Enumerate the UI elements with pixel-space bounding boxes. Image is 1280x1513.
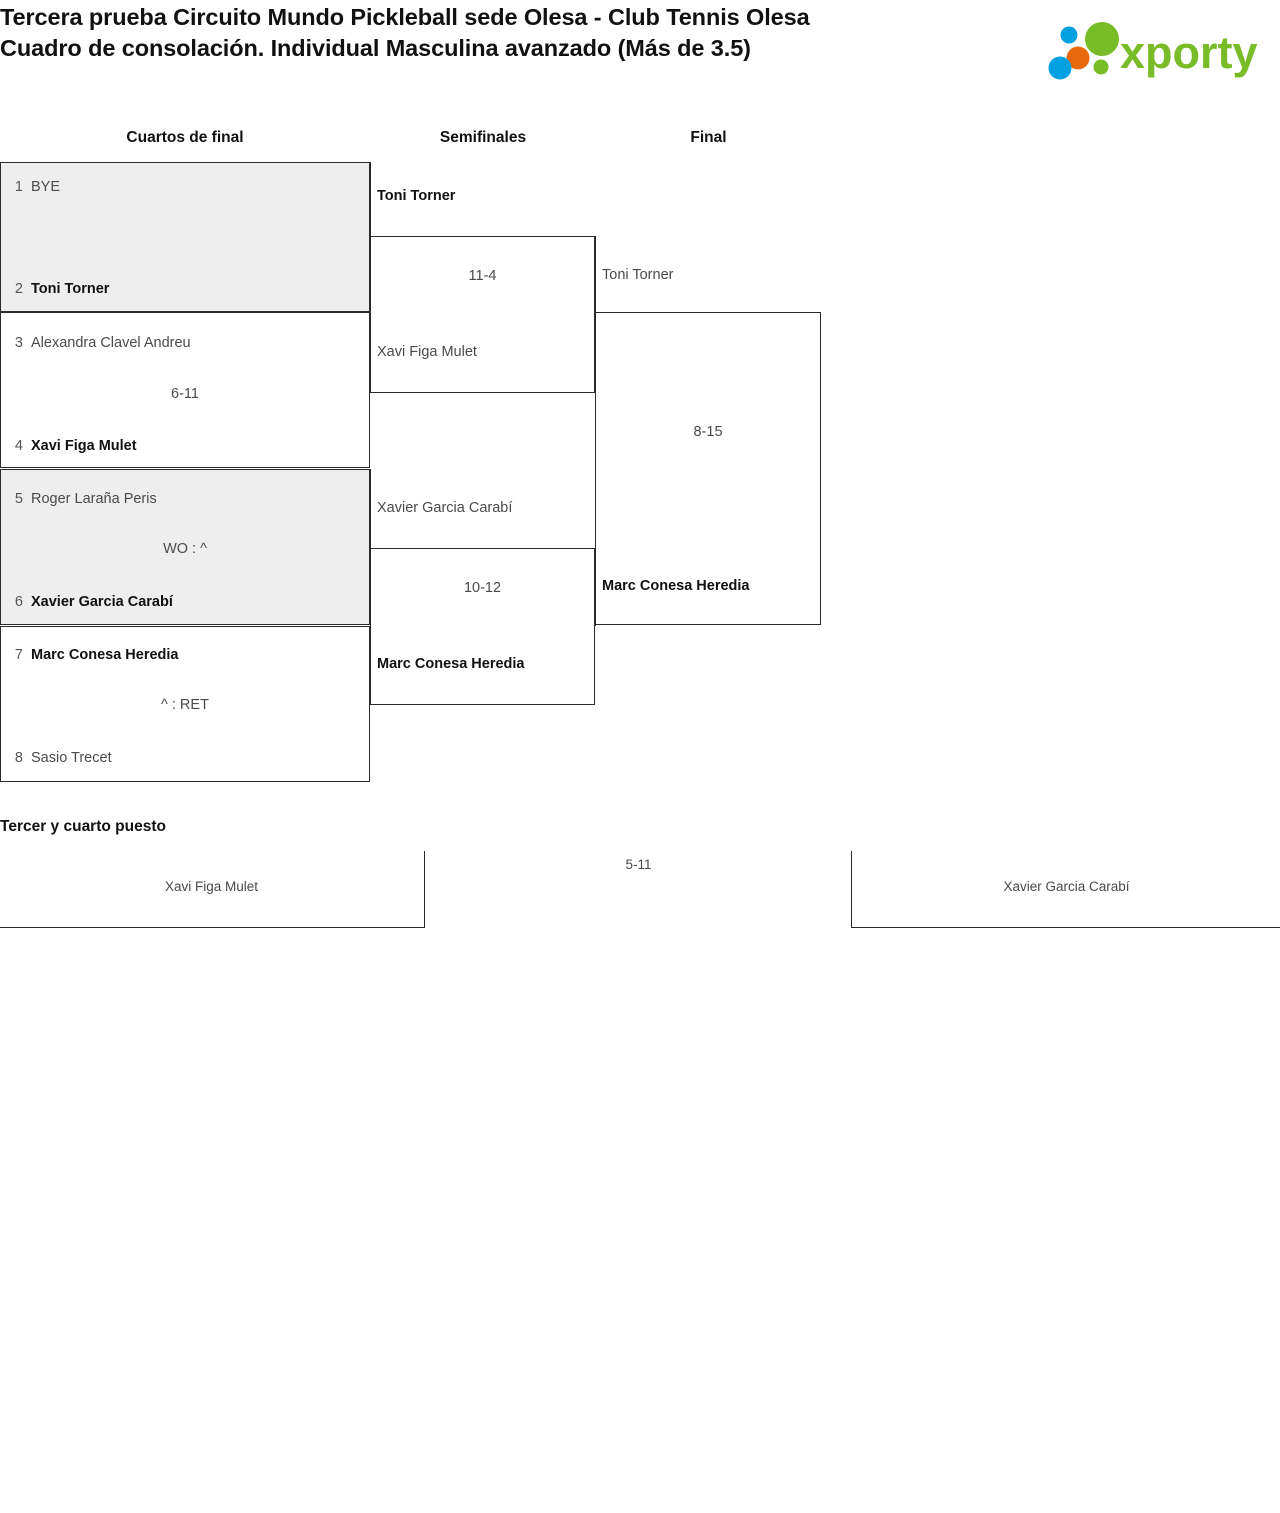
- match-quarterfinal-2[interactable]: 3 Alexandra Clavel Andreu 6-11 4 Xavi Fi…: [0, 312, 370, 468]
- player-slot[interactable]: 7 Marc Conesa Heredia: [1, 645, 369, 665]
- connector-line: [595, 548, 596, 626]
- final-bottom-player: Marc Conesa Heredia: [602, 578, 750, 594]
- logo-dot-blue-small: [1060, 26, 1078, 44]
- logo-dot-green-small: [1093, 59, 1109, 75]
- round-header-final: Final: [690, 129, 727, 146]
- player-name: BYE: [31, 179, 61, 195]
- third-place-right-box[interactable]: Xavier Garcia Carabí: [851, 851, 1280, 928]
- third-place-title: Tercer y cuarto puesto: [0, 818, 166, 835]
- third-place-left-box[interactable]: Xavi Figa Mulet: [0, 851, 425, 928]
- player-slot[interactable]: 5 Roger Laraña Peris: [1, 489, 369, 509]
- player-name: Marc Conesa Heredia: [31, 647, 179, 663]
- match-quarterfinal-4[interactable]: 7 Marc Conesa Heredia ^ : RET 8 Sasio Tr…: [0, 626, 370, 782]
- player-slot[interactable]: 2 Toni Torner: [1, 279, 369, 299]
- seed-number: 8: [14, 750, 23, 766]
- third-place-right-player: Xavier Garcia Carabí: [1003, 879, 1130, 894]
- match-quarterfinal-1[interactable]: 1 BYE 2 Toni Torner: [0, 162, 370, 312]
- seed-number: 5: [14, 491, 23, 507]
- logo-dot-green-large: [1085, 22, 1119, 56]
- connector-line: [370, 469, 371, 549]
- player-slot[interactable]: 1 BYE: [1, 177, 369, 197]
- xporty-logo[interactable]: xporty: [1042, 18, 1274, 88]
- semifinal-2-bottom-player: Marc Conesa Heredia: [377, 656, 525, 672]
- connector-line: [595, 236, 596, 313]
- match-semifinal-2[interactable]: 10-12: [370, 548, 595, 705]
- player-name: Alexandra Clavel Andreu: [31, 335, 191, 351]
- match-score: ^ : RET: [161, 697, 209, 713]
- page-header: Tercera prueba Circuito Mundo Pickleball…: [0, 0, 1280, 110]
- third-place-score: 5-11: [625, 857, 652, 872]
- player-name: Xavi Figa Mulet: [31, 438, 137, 454]
- round-header-semifinals: Semifinales: [439, 129, 527, 146]
- match-score: WO : ^: [163, 541, 207, 557]
- player-name: Sasio Trecet: [31, 750, 112, 766]
- match-score: 10-12: [463, 580, 502, 596]
- xporty-logo-svg: xporty: [1048, 22, 1258, 80]
- draw-subtitle: Cuadro de consolación. Individual Mascul…: [0, 35, 751, 61]
- connector-line: [370, 162, 371, 237]
- player-name: Roger Laraña Peris: [31, 491, 157, 507]
- match-final[interactable]: 8-15: [595, 312, 821, 625]
- seed-number: 1: [14, 179, 23, 195]
- semifinal-1-bottom-player: Xavi Figa Mulet: [377, 344, 477, 360]
- logo-dot-blue-large: [1048, 56, 1072, 80]
- match-semifinal-1[interactable]: 11-4: [370, 236, 595, 393]
- player-name: Xavier Garcia Carabí: [31, 594, 173, 610]
- seed-number: 2: [14, 281, 23, 297]
- match-score: 11-4: [468, 268, 497, 284]
- player-name: Toni Torner: [31, 281, 110, 297]
- final-top-player: Toni Torner: [602, 267, 674, 283]
- tournament-title: Tercera prueba Circuito Mundo Pickleball…: [0, 4, 810, 30]
- match-score: 8-15: [693, 424, 723, 440]
- round-header-quarterfinals: Cuartos de final: [126, 129, 244, 146]
- logo-wordmark: xporty: [1120, 27, 1258, 78]
- seed-number: 3: [14, 335, 23, 351]
- seed-number: 4: [14, 438, 23, 454]
- seed-number: 6: [14, 594, 23, 610]
- page-title: Tercera prueba Circuito Mundo Pickleball…: [0, 2, 900, 64]
- player-slot[interactable]: 3 Alexandra Clavel Andreu: [1, 333, 369, 353]
- match-quarterfinal-3[interactable]: 5 Roger Laraña Peris WO : ^ 6 Xavier Gar…: [0, 469, 370, 625]
- seed-number: 7: [14, 647, 23, 663]
- third-place-left-player: Xavi Figa Mulet: [164, 879, 259, 894]
- semifinal-1-top-player: Toni Torner: [377, 188, 456, 204]
- match-score: 6-11: [171, 386, 199, 402]
- player-slot[interactable]: 4 Xavi Figa Mulet: [1, 436, 369, 456]
- semifinal-2-top-player: Xavier Garcia Carabí: [377, 500, 513, 516]
- player-slot[interactable]: 8 Sasio Trecet: [1, 748, 369, 768]
- logo-dot-orange: [1066, 46, 1090, 70]
- player-slot[interactable]: 6 Xavier Garcia Carabí: [1, 592, 369, 612]
